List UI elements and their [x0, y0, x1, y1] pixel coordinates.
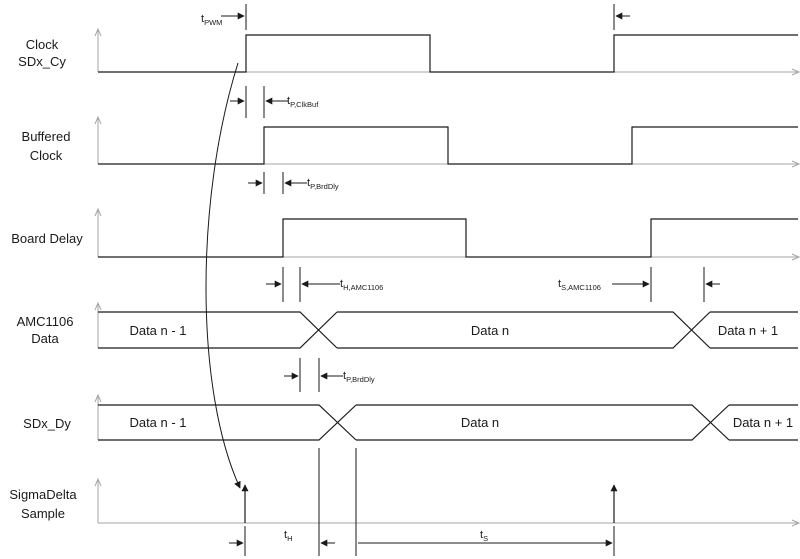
sdx-axis [94, 393, 102, 440]
buffered-axis [94, 115, 800, 168]
t-s-label: tS [480, 529, 488, 543]
sample-axis [94, 477, 800, 527]
clock-to-sample-curve [205, 62, 241, 489]
clock-waveform [98, 34, 798, 73]
axes [94, 27, 800, 527]
bus-labels: Data n - 1 Data n Data n + 1 Data n - 1 … [129, 323, 793, 430]
sd-data-prev: Data n - 1 [129, 415, 186, 430]
sigmadelta-label-line2: Sample [21, 506, 65, 521]
sdx-dy-label: SDx_Dy [23, 416, 71, 431]
amc1106-label-line2: Data [31, 331, 59, 346]
amc-data-next: Data n + 1 [718, 323, 778, 338]
signal-labels: Clock SDx_Cy Buffered Clock Board Delay … [9, 37, 83, 521]
t-h-label: tH [284, 529, 292, 543]
t-p-brddly-label-1: tP,BrdDly [307, 177, 339, 191]
amc1106-bus [98, 311, 798, 349]
board-delay-waveform [98, 218, 798, 258]
sd-data-next: Data n + 1 [733, 415, 793, 430]
waveforms [98, 34, 798, 523]
sigmadelta-label-line1: SigmaDelta [9, 487, 77, 502]
buffered-clock-label-line1: Buffered [22, 129, 71, 144]
t-p-brddly-label-2: tP,BrdDly [343, 370, 375, 384]
board-delay-axis [94, 207, 800, 261]
amc-data-current: Data n [471, 323, 509, 338]
t-p-clkbuf-label: tP,ClkBuf [287, 95, 319, 109]
t-pwm-label: tPWM [201, 13, 222, 27]
clock-label-line2: SDx_Cy [18, 54, 66, 69]
sd-data-current: Data n [461, 415, 499, 430]
buffered-clock-label-line2: Clock [30, 148, 63, 163]
t-s-amc1106-label: tS,AMC1106 [558, 278, 601, 292]
amc-data-prev: Data n - 1 [129, 323, 186, 338]
buffered-clock-waveform [98, 126, 798, 165]
timing-labels: tPWM tP,ClkBuf tP,BrdDly tH,AMC1106 tS,A… [201, 13, 601, 543]
clock-label-line1: Clock [26, 37, 59, 52]
amc1106-label-line1: AMC1106 [17, 314, 74, 329]
amc-axis [94, 301, 102, 348]
timing-markers [205, 4, 720, 556]
clock-axis [94, 27, 800, 76]
sdx-dy-bus [98, 404, 798, 441]
t-h-amc1106-label: tH,AMC1106 [340, 278, 383, 292]
board-delay-label: Board Delay [11, 231, 83, 246]
